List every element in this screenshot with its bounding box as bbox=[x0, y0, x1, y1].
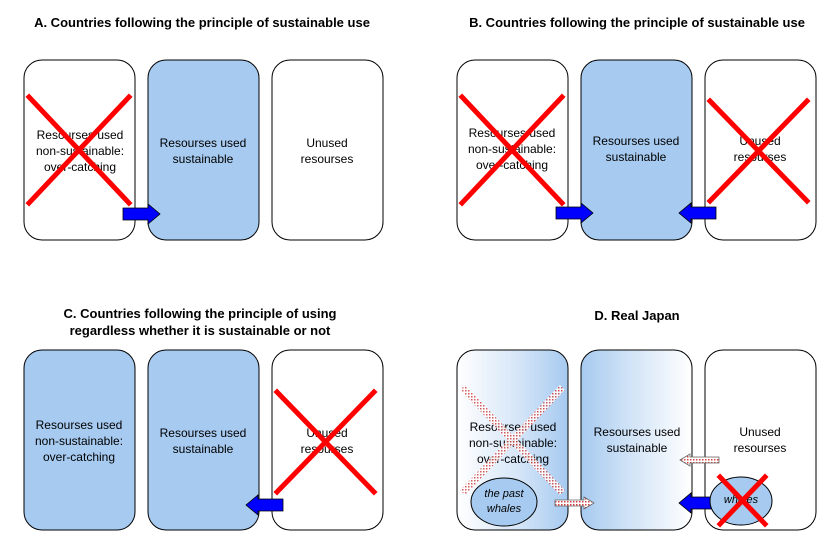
panel-c-box2-line2: sustainable bbox=[173, 442, 234, 456]
panel-d-past-whales-line1: the past bbox=[484, 488, 524, 500]
panel-d-box2-line1: Resourses used bbox=[594, 425, 681, 439]
panel-d-dotted-arrow-right-icon bbox=[554, 496, 595, 510]
panel-b-box2-line1: Resourses used bbox=[593, 134, 680, 148]
panel-b-cross-left-icon bbox=[458, 93, 566, 207]
panel-b-box-sustainable bbox=[580, 59, 693, 241]
panel-d: D. Real Japan Resourses used non-sustain… bbox=[456, 308, 817, 531]
panel-c-title-line1: C. Countries following the principle of … bbox=[64, 306, 337, 321]
panel-c-box1-line3: over-catching bbox=[43, 450, 115, 464]
panel-b-arrow-left-icon bbox=[678, 202, 717, 224]
panel-d-past-whales-line2: whales bbox=[487, 503, 522, 515]
panel-c-box-nonsustainable bbox=[23, 349, 136, 531]
panel-c: C. Countries following the principle of … bbox=[23, 306, 384, 531]
panel-b: B. Countries following the principle of … bbox=[456, 15, 817, 241]
panel-d-box-sustainable bbox=[580, 349, 693, 531]
panel-a-box2-line2: sustainable bbox=[173, 152, 234, 166]
panel-d-box1-line1: Resourses used bbox=[470, 420, 557, 434]
panel-d-title: D. Real Japan bbox=[594, 308, 679, 323]
panel-a-box-sustainable bbox=[147, 59, 260, 241]
panel-c-title-line2: regardless whether it is sustainable or … bbox=[70, 323, 331, 338]
panel-d-faded-cross-icon bbox=[460, 385, 565, 495]
panel-a-cross-icon bbox=[25, 93, 133, 207]
panel-a-title: A. Countries following the principle of … bbox=[34, 15, 370, 30]
panel-c-box-sustainable bbox=[147, 349, 260, 531]
panel-b-box1-line3: over-catching bbox=[476, 158, 548, 172]
panel-c-box1-line2: non-sustainable: bbox=[35, 434, 123, 448]
panel-a-box1-line3: over-catching bbox=[44, 160, 116, 174]
panel-d-whales-cross-icon bbox=[716, 473, 769, 528]
panel-b-cross-right-icon bbox=[706, 97, 811, 205]
panel-d-dotted-arrow-left-icon bbox=[679, 453, 720, 467]
panel-c-box2-line1: Resourses used bbox=[160, 426, 247, 440]
panel-d-box3-line1: Unused bbox=[739, 425, 780, 439]
panel-d-box2-line2: sustainable bbox=[607, 441, 668, 455]
panel-c-arrow-left-icon bbox=[245, 494, 284, 516]
panel-a-arrow-right-icon bbox=[122, 203, 161, 225]
panel-b-box2-line2: sustainable bbox=[606, 150, 667, 164]
panel-b-box1-line1: Resourses used bbox=[469, 126, 556, 140]
panel-c-box1-line1: Resourses used bbox=[36, 418, 123, 432]
panel-d-box3-line2: resourses bbox=[734, 441, 787, 455]
panel-b-title: B. Countries following the principle of … bbox=[469, 15, 805, 30]
panel-a-box1-line1: Resourses used bbox=[37, 128, 124, 142]
panel-a: A. Countries following the principle of … bbox=[23, 15, 384, 241]
panel-a-box2-line1: Resourses used bbox=[160, 136, 247, 150]
panel-a-box3-line2: resourses bbox=[301, 152, 354, 166]
panel-a-box-unused bbox=[271, 59, 384, 241]
panel-b-arrow-right-icon bbox=[555, 202, 594, 224]
panel-a-box3-line1: Unused bbox=[306, 136, 347, 150]
panel-c-cross-icon bbox=[273, 388, 378, 496]
panel-d-past-whales-ellipse bbox=[470, 477, 538, 527]
